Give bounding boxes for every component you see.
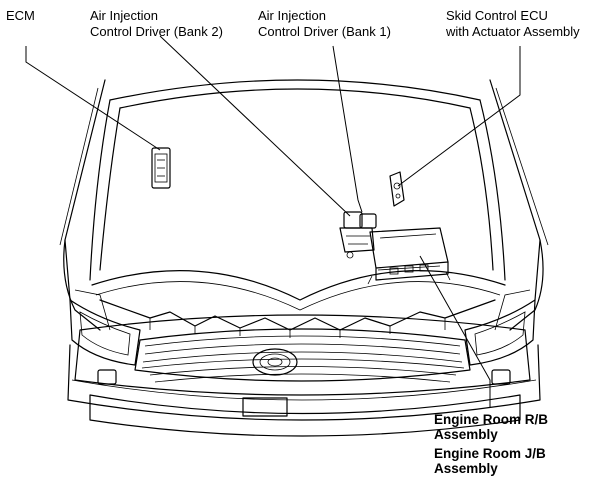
label-air-bank1-line1: Air Injection (258, 8, 326, 23)
air-injection-drivers (339, 211, 377, 259)
leader-lines (25, 35, 521, 408)
headlights (69, 299, 536, 366)
skid-control-component (389, 171, 405, 207)
ecm-component (151, 147, 171, 189)
hood-outline (59, 79, 549, 301)
label-skid-line1: Skid Control ECU (446, 8, 548, 23)
label-ecm: ECM (6, 8, 35, 24)
label-engine-rb-line2: Assembly (434, 427, 498, 442)
label-air-injection-bank2: Air Injection Control Driver (Bank 2) (90, 8, 223, 40)
label-engine-room-rb: Engine Room R/B Assembly (434, 412, 548, 442)
label-engine-room-jb: Engine Room J/B Assembly (434, 446, 546, 476)
label-engine-rb-line1: Engine Room R/B (434, 412, 548, 427)
label-air-bank2-line1: Air Injection (90, 8, 158, 23)
label-air-bank1-line2: Control Driver (Bank 1) (258, 24, 391, 39)
grille (74, 314, 531, 396)
label-engine-jb-line2: Assembly (434, 461, 498, 476)
label-ecm-text: ECM (6, 8, 35, 23)
relay-block-component (367, 227, 451, 285)
bumper (67, 344, 541, 437)
label-air-bank2-line2: Control Driver (Bank 2) (90, 24, 223, 39)
label-air-injection-bank1: Air Injection Control Driver (Bank 1) (258, 8, 391, 40)
label-engine-jb-line1: Engine Room J/B (434, 446, 546, 461)
radiator-support (91, 270, 506, 338)
label-skid-control-ecu: Skid Control ECU with Actuator Assembly (446, 8, 580, 40)
label-skid-line2: with Actuator Assembly (446, 24, 580, 39)
